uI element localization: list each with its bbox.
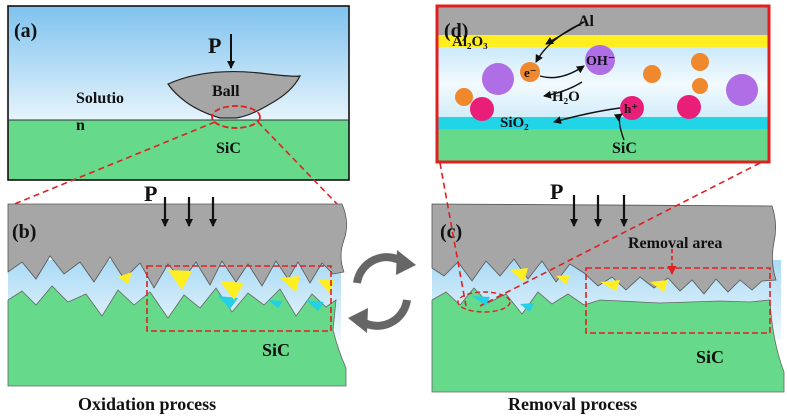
sic-substrate-a <box>8 120 349 180</box>
removal-area-label: Removal area <box>628 235 722 252</box>
zoom-line-d-right <box>479 162 761 307</box>
caption-oxidation: Oxidation process <box>78 394 216 414</box>
oh-ion <box>482 63 514 95</box>
solution-label-line2: n <box>76 117 85 134</box>
cycle-arrowhead-bottom <box>348 308 368 333</box>
electron-particle <box>691 53 709 71</box>
sio2-label: SiO₂ <box>500 115 529 131</box>
load-label-c: P <box>550 179 563 204</box>
zoom-line-d-left <box>439 162 467 307</box>
electron-particle <box>520 62 540 82</box>
sic-substrate-c <box>431 287 785 393</box>
cycle-arrowhead-top <box>396 250 416 275</box>
solution-label-line1: Solutio <box>76 90 124 107</box>
sio2-patches-b <box>218 296 324 311</box>
contact-zone-highlight <box>211 105 261 129</box>
cycle-arrows <box>353 253 411 330</box>
al2o3-patches-b <box>118 270 334 300</box>
sic-to-hole-arrow <box>613 113 625 141</box>
zoom-line-left <box>11 121 216 206</box>
hole-particle <box>677 95 701 119</box>
panel-d: Al Al₂O₃ e⁻ OH⁻ H₂O h⁺ SiO₂ SiC (d) <box>435 4 771 164</box>
electron-to-oh-arrow <box>539 65 585 79</box>
load-label-a: P <box>208 33 221 58</box>
hole-particle <box>620 96 644 120</box>
tool-surface-c <box>431 203 777 295</box>
sic-label-c: SiC <box>696 347 724 367</box>
panel-a-frame <box>7 5 350 181</box>
detail-box-c <box>585 267 771 334</box>
sic-label-a: SiC <box>216 140 241 157</box>
sic-label-b: SiC <box>262 340 290 360</box>
panel-c-tag: (c) <box>440 221 462 243</box>
water-arrow <box>543 81 583 99</box>
oh-label: OH⁻ <box>586 54 615 69</box>
al2o3-layer <box>437 35 769 47</box>
ball <box>167 70 302 119</box>
al2o3-patches-c <box>510 268 668 292</box>
sio2-layer <box>437 117 769 129</box>
hole-to-sio2-arrow <box>553 107 621 124</box>
load-label-b: P <box>144 181 157 206</box>
panel-b: (b) P SiC Oxidation process <box>7 181 347 414</box>
detail-box-b <box>146 265 332 332</box>
tool-surface-b <box>7 203 347 289</box>
al-label: Al <box>578 13 595 30</box>
electron-particles <box>455 53 709 106</box>
sic-label-d: SiC <box>612 140 637 157</box>
hole-particles <box>470 95 701 121</box>
reaction-arrows <box>535 21 625 141</box>
solution-region <box>8 6 349 120</box>
oh-ion <box>726 74 758 106</box>
sic-layer-d <box>437 129 769 162</box>
cycle-arrow-bottom <box>358 299 411 330</box>
electron-particle <box>643 65 661 83</box>
electron-label: e⁻ <box>524 65 537 80</box>
al2o3-label: Al₂O₃ <box>452 34 488 50</box>
panel-a: (a) P Solutio n Ball SiC <box>7 5 350 181</box>
ball-label: Ball <box>212 83 240 100</box>
hole-particle <box>470 97 494 121</box>
water-label: H₂O <box>552 89 580 105</box>
panel-b-tag: (b) <box>12 221 36 243</box>
panel-d-tag: (d) <box>444 20 468 42</box>
electron-particle <box>692 78 708 94</box>
oh-ions <box>482 45 758 106</box>
panel-a-tag: (a) <box>14 20 37 42</box>
hole-label: h⁺ <box>624 101 638 116</box>
electron-particle <box>455 88 473 106</box>
sio2-patches-c <box>472 296 534 312</box>
panel-d-frame <box>435 4 771 164</box>
al-layer <box>437 6 769 35</box>
panel-c: (c) P Removal area SiC Removal process <box>431 179 785 414</box>
sic-substrate-b <box>7 285 347 387</box>
cycle-arrow-top <box>353 253 406 284</box>
oh-ion <box>585 45 615 75</box>
caption-removal: Removal process <box>508 394 637 414</box>
detail-origin-highlight <box>457 291 511 313</box>
al-to-electron-arrow <box>535 23 581 63</box>
